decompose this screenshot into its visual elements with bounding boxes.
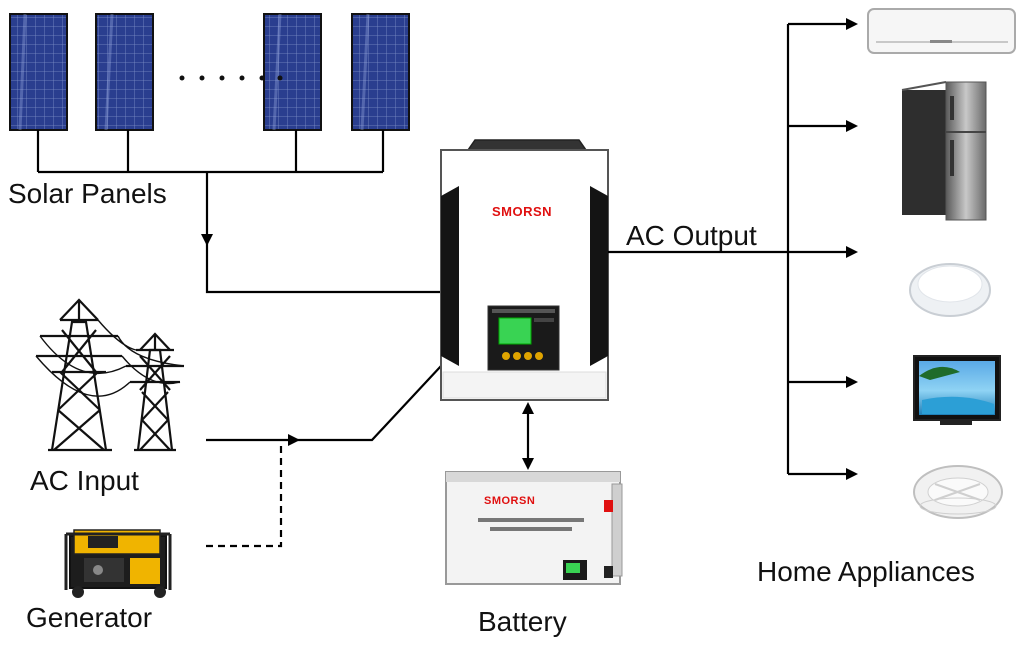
battery-arrow-up xyxy=(522,402,534,414)
generator-icon xyxy=(64,529,172,598)
label-home-appliances: Home Appliances xyxy=(757,556,975,587)
television-icon xyxy=(913,355,1001,425)
solar-arrow xyxy=(201,234,213,246)
battery-icon xyxy=(445,471,623,585)
air-conditioner-icon xyxy=(867,8,1016,54)
ellipsis-dots xyxy=(179,75,283,81)
label-ac-input: AC Input xyxy=(30,465,139,496)
inverter-brand-text: SMORSN xyxy=(492,204,553,219)
solar-wiring xyxy=(36,130,441,294)
refrigerator-icon xyxy=(901,81,987,221)
output-arrows xyxy=(846,18,858,480)
battery-brand-text: SMORSN xyxy=(484,495,536,507)
transmission-tower-icon xyxy=(35,298,185,452)
label-ac-output: AC Output xyxy=(626,220,757,251)
ceiling-lamp-icon xyxy=(909,263,991,317)
input-arrow xyxy=(288,434,300,446)
label-generator: Generator xyxy=(26,602,153,633)
inverter-icon xyxy=(440,139,609,401)
output-wiring xyxy=(608,22,848,476)
label-battery: Battery xyxy=(478,606,567,637)
ceiling-fan-icon xyxy=(913,465,1003,519)
label-solar-panels: Solar Panels xyxy=(8,178,167,209)
solar-panel-icon xyxy=(9,13,410,131)
battery-arrow-down xyxy=(522,458,534,470)
input-wiring xyxy=(206,365,442,548)
